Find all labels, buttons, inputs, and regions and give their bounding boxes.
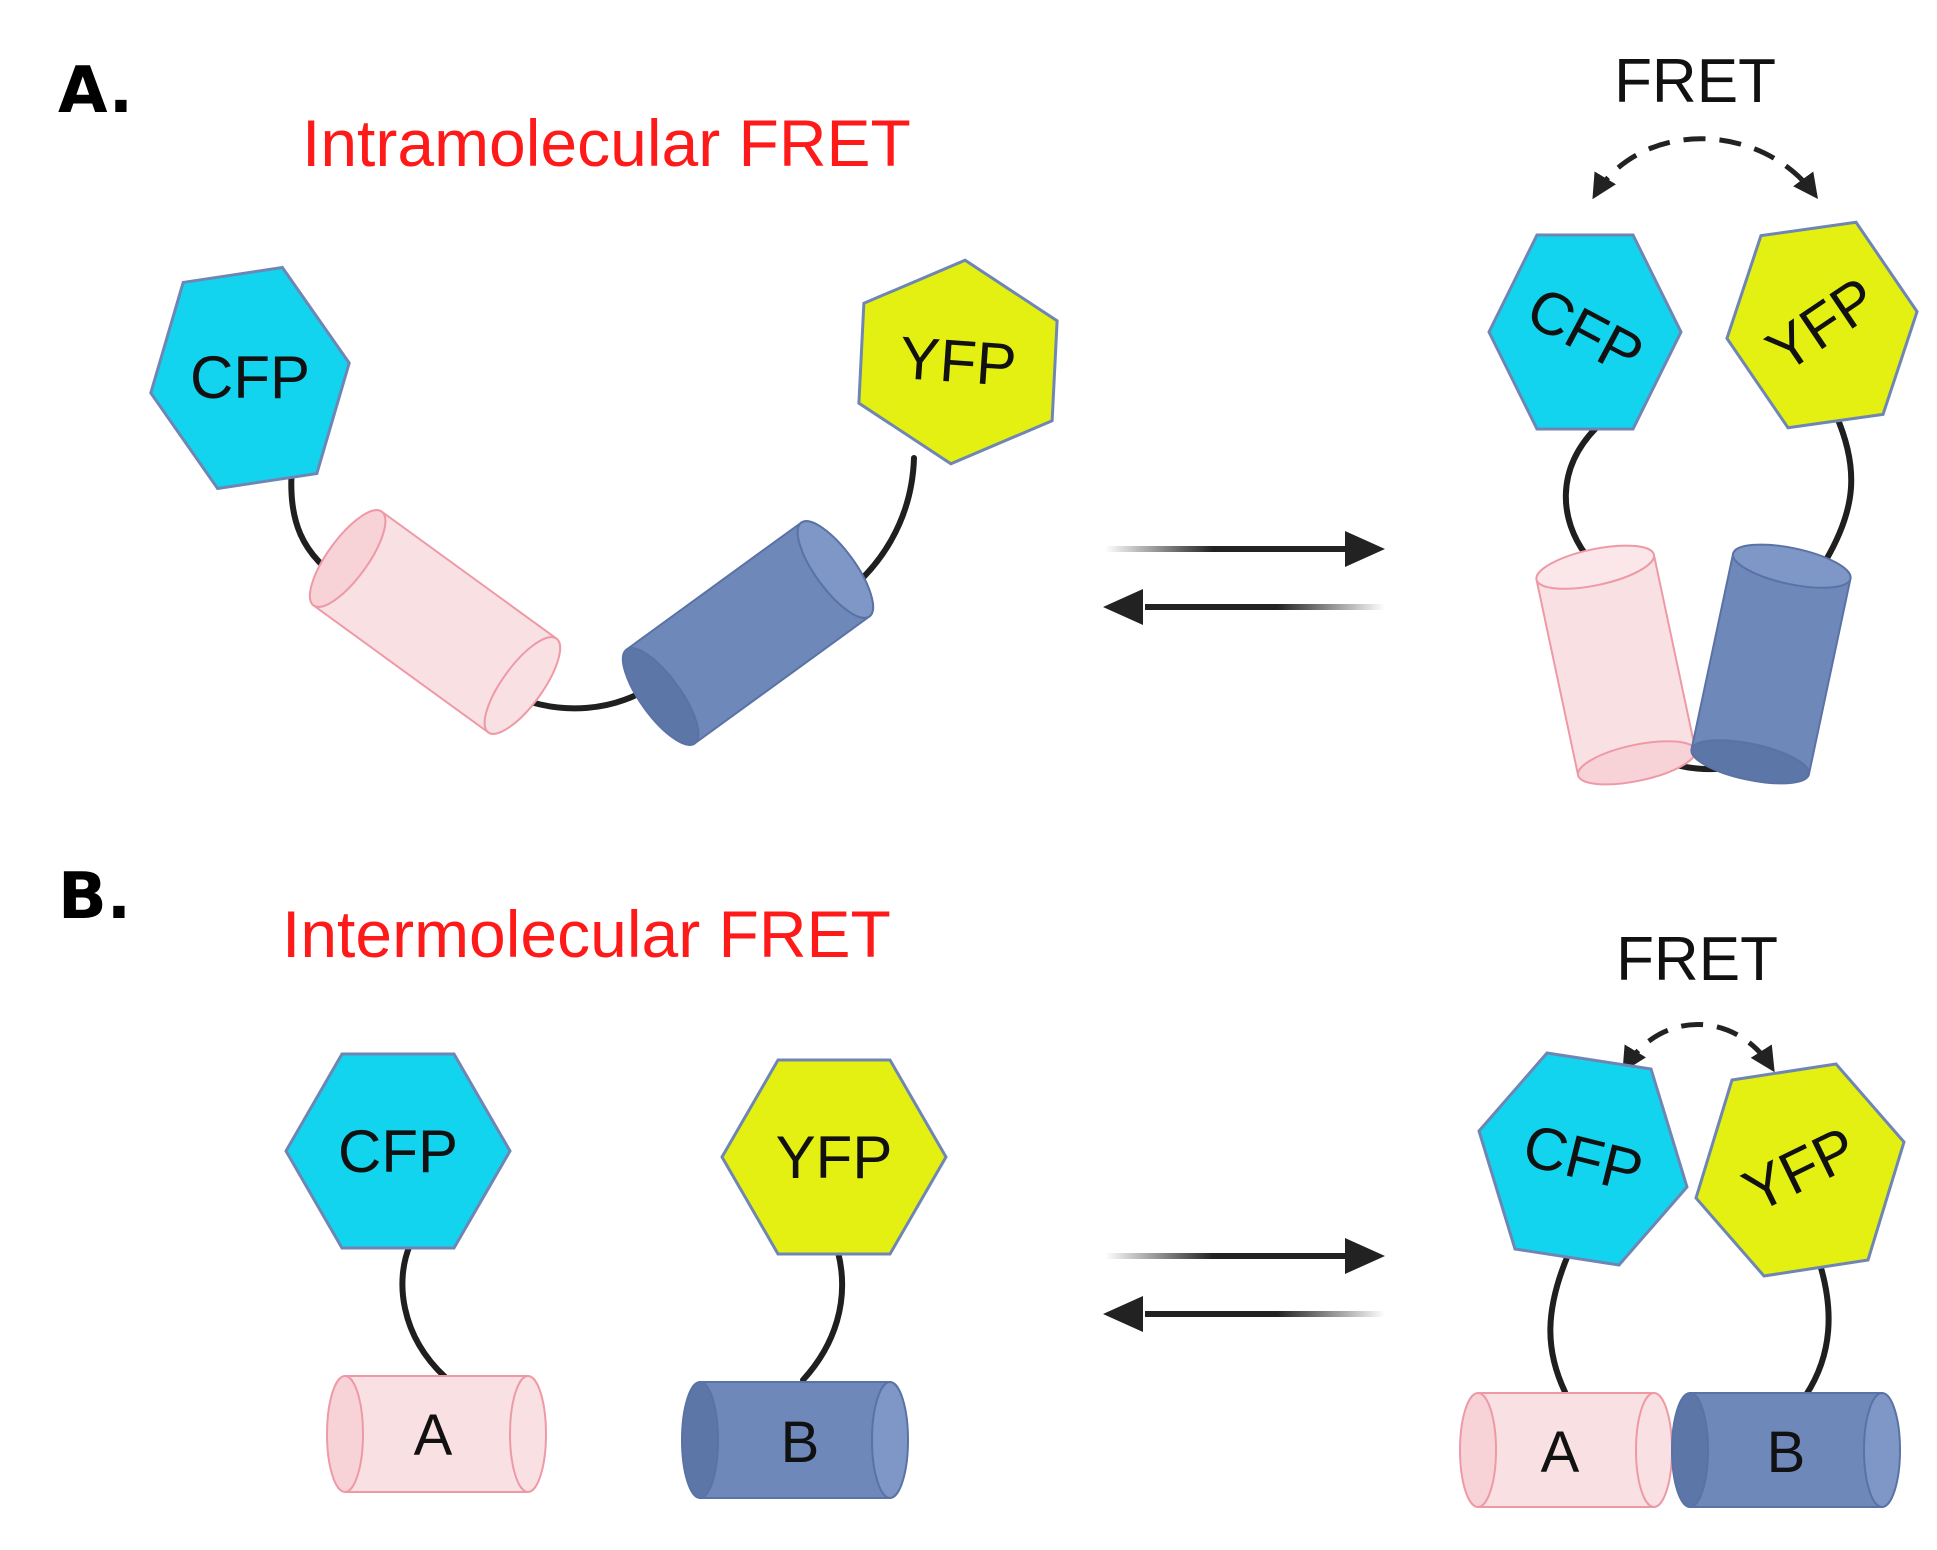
linker-yfp-to-b <box>1803 1255 1832 1398</box>
cylinder-a-label: A <box>1541 1420 1580 1485</box>
panel-b-fret-label: FRET <box>1616 925 1778 994</box>
panel-a-closed-state: FRET CFP YFP <box>1487 47 1919 786</box>
panel-a-letter: A. <box>58 54 133 128</box>
cylinder-a: A <box>326 1375 547 1493</box>
pink-cylinder <box>1535 544 1697 786</box>
cfp-hexagon: CFP <box>1487 233 1683 431</box>
yfp-label: YFP <box>897 324 1018 399</box>
panel-b-title: Intermolecular FRET <box>282 897 891 971</box>
yfp-hexagon: YFP <box>1694 1062 1906 1278</box>
pink-cylinder <box>308 509 562 735</box>
fret-transfer-arrow <box>1622 1022 1775 1073</box>
cylinder-b: B <box>1671 1392 1901 1508</box>
cfp-hexagon: CFP <box>1477 1051 1689 1267</box>
cylinder-a-label: A <box>414 1403 453 1468</box>
panel-b-complex-state: FRET A B CFP YFP <box>1459 925 1906 1508</box>
linker-cfp-to-a <box>1547 1252 1571 1395</box>
panel-a-open-state: CFP YFP <box>149 258 1059 746</box>
panel-b: B. Intermolecular FRET A B CFP <box>58 860 1906 1508</box>
linker-yfp-to-b <box>800 1249 846 1383</box>
panel-b-separate-state: A B CFP YFP <box>284 1052 948 1499</box>
yfp-hexagon: YFP <box>1725 220 1919 430</box>
panel-a-fret-label: FRET <box>1614 47 1776 116</box>
cylinder-b: B <box>681 1381 909 1499</box>
cylinder-b-label: B <box>1767 1420 1806 1485</box>
cfp-hexagon: CFP <box>149 265 351 491</box>
blue-cylinder <box>1690 543 1852 785</box>
cfp-hexagon: CFP <box>284 1052 512 1250</box>
yfp-label: YFP <box>776 1124 893 1191</box>
yfp-hexagon: YFP <box>857 258 1059 466</box>
blue-cylinder <box>621 520 875 746</box>
cfp-label: CFP <box>338 1118 458 1185</box>
panel-a-title: Intramolecular FRET <box>302 106 911 180</box>
linker-yfp-to-blue <box>1823 412 1855 563</box>
linker-cfp-to-a <box>399 1242 448 1380</box>
cfp-label: CFP <box>190 344 310 411</box>
linker-cfp-to-pink <box>1562 425 1599 558</box>
cylinder-a: A <box>1459 1392 1673 1508</box>
fret-transfer-arrow <box>1592 136 1818 200</box>
panel-a-equilibrium-arrows <box>1103 531 1385 625</box>
yfp-hexagon: YFP <box>720 1058 948 1256</box>
panel-b-letter: B. <box>58 860 131 934</box>
cylinder-b-label: B <box>781 1410 820 1475</box>
panel-a: A. Intramolecular FRET CFP <box>58 47 1919 786</box>
panel-b-equilibrium-arrows <box>1103 1238 1385 1332</box>
